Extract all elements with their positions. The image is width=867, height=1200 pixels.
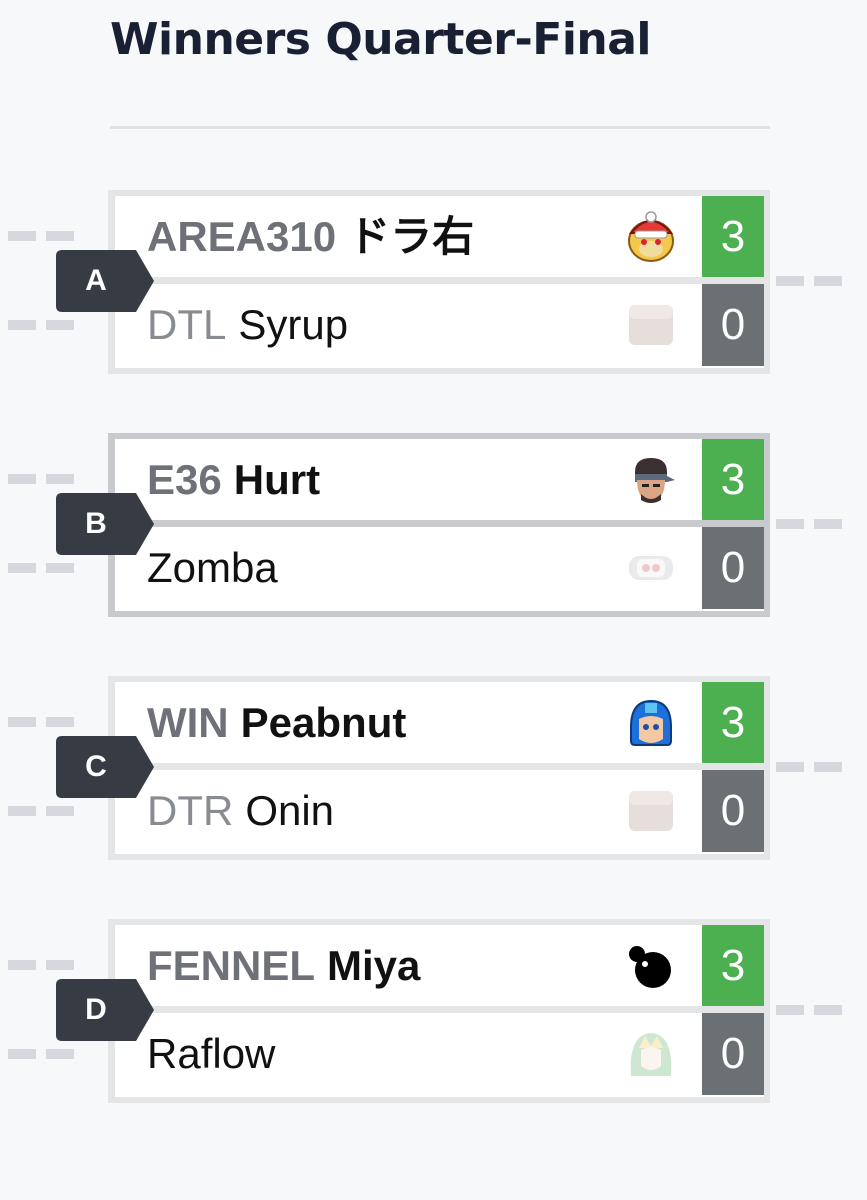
title-divider — [110, 126, 770, 129]
connector-out — [776, 519, 842, 529]
match-label: C — [56, 736, 156, 798]
player-name: Syrup — [238, 301, 349, 348]
player-name: Zomba — [147, 544, 278, 591]
score-loss: 0 — [702, 527, 764, 609]
score-win: 3 — [702, 439, 764, 520]
player-prefix: WIN — [147, 698, 229, 746]
connector-in-bottom — [8, 806, 74, 816]
player-prefix: FENNEL — [147, 941, 315, 989]
connector-out — [776, 276, 842, 286]
player-slot-loser[interactable]: Raflow 0 — [115, 1013, 764, 1095]
score-loss: 0 — [702, 770, 764, 852]
match-letter: A — [85, 264, 107, 297]
match-label: B — [56, 493, 156, 555]
score-win: 3 — [702, 682, 764, 763]
player-name: Raflow — [147, 1030, 276, 1077]
player-name: Onin — [245, 787, 335, 834]
player-name: Peabnut — [240, 698, 407, 746]
connector-in-top — [8, 474, 74, 484]
player-prefix: DTR — [147, 787, 234, 834]
king-k-rool-icon — [628, 210, 674, 262]
match-letter: B — [85, 507, 107, 540]
match-label: D — [56, 979, 156, 1041]
round-title: Winners Quarter-Final — [110, 14, 652, 65]
connector-in-bottom — [8, 563, 74, 573]
connector-in-top — [8, 717, 74, 727]
random-character-icon — [629, 305, 673, 345]
score-win: 3 — [702, 925, 764, 1006]
player-prefix: AREA310 — [147, 212, 337, 260]
player-prefix: E36 — [147, 455, 222, 503]
score-loss: 0 — [702, 284, 764, 366]
connector-in-top — [8, 960, 74, 970]
rob-icon — [629, 556, 673, 580]
snake-icon — [635, 457, 675, 503]
score-loss: 0 — [702, 1013, 764, 1095]
connector-in-top — [8, 231, 74, 241]
connector-out — [776, 762, 842, 772]
match-letter: D — [85, 993, 107, 1026]
player-name: Hurt — [233, 455, 321, 503]
mega-man-icon — [630, 699, 672, 746]
player-slot-loser[interactable]: Zomba 0 — [115, 527, 764, 609]
connector-in-bottom — [8, 320, 74, 330]
connector-out — [776, 1005, 842, 1015]
random-character-icon — [629, 791, 673, 831]
player-prefix: DTL — [147, 301, 227, 348]
palutena-icon — [630, 1033, 672, 1076]
player-name: ドラ右 — [348, 212, 475, 260]
connector-in-bottom — [8, 1049, 74, 1059]
score-win: 3 — [702, 196, 764, 277]
game-and-watch-icon — [629, 945, 671, 988]
player-name: Miya — [327, 941, 421, 989]
match-label: A — [56, 250, 156, 312]
match-letter: C — [85, 750, 107, 783]
